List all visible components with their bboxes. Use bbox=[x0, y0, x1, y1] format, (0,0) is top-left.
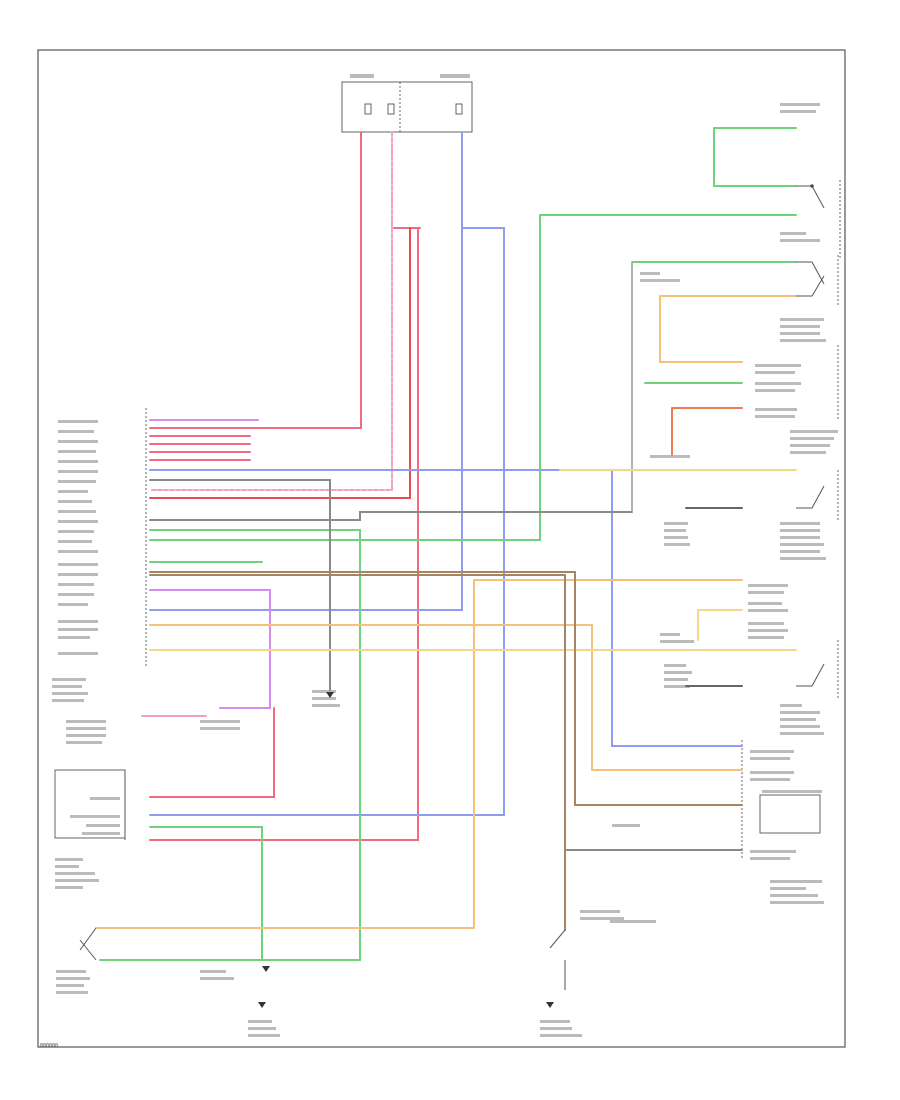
diagram-border bbox=[37, 49, 846, 1048]
lower-left-module bbox=[54, 769, 126, 889]
wire-orange-3 bbox=[95, 579, 743, 929]
wire-blue-2 bbox=[149, 227, 505, 816]
wire-orange bbox=[149, 624, 743, 771]
wire-red-3 bbox=[149, 227, 411, 499]
wire-red-orange bbox=[671, 407, 743, 456]
control-module bbox=[52, 408, 147, 702]
wire-brown bbox=[149, 571, 743, 806]
diagram-id-label: 000000 bbox=[40, 1043, 59, 1049]
switches bbox=[79, 184, 825, 990]
wire-green-3 bbox=[99, 826, 263, 961]
grounds bbox=[258, 692, 554, 1008]
wire-gray-2 bbox=[149, 511, 633, 521]
wire-green bbox=[149, 214, 797, 541]
wire-orange-2 bbox=[659, 295, 797, 363]
wire-pink bbox=[149, 131, 393, 491]
wire-green-7 bbox=[149, 529, 361, 961]
wire-blue bbox=[149, 131, 463, 611]
wire-red bbox=[149, 131, 362, 429]
wire-gray bbox=[149, 479, 331, 691]
wire-pink-2 bbox=[149, 435, 251, 461]
wire-yellow-3 bbox=[697, 609, 743, 641]
wire-brown-2 bbox=[149, 571, 566, 931]
wire-blue-3 bbox=[149, 469, 743, 747]
wire-red-4 bbox=[149, 707, 275, 798]
wire-red-2 bbox=[149, 227, 421, 841]
fuse-block bbox=[341, 74, 473, 133]
wire-green-4 bbox=[713, 127, 797, 187]
wire-group bbox=[95, 127, 797, 961]
right-components bbox=[56, 103, 841, 1037]
